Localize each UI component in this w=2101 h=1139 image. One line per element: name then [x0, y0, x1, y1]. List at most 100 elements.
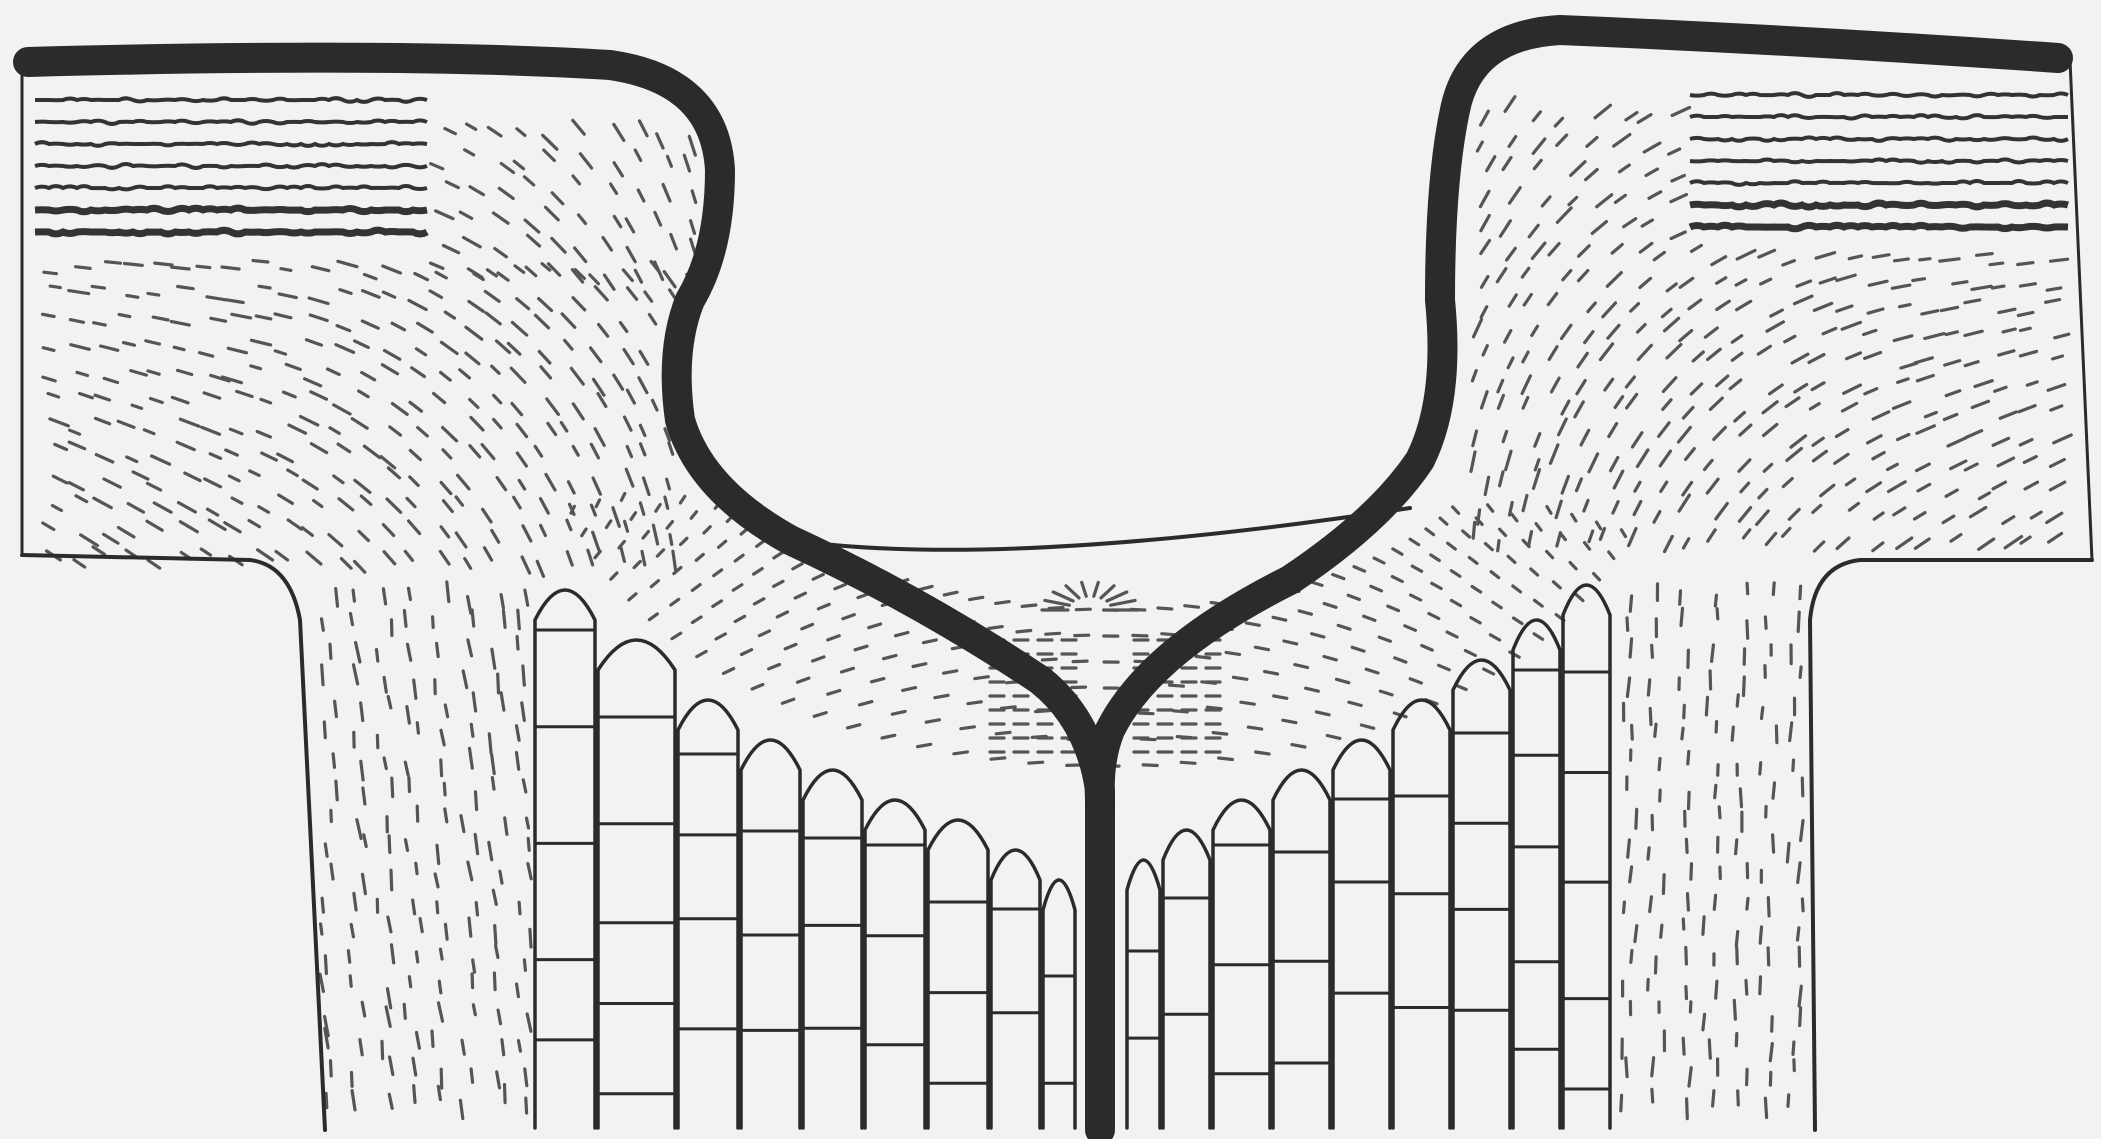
right-hatch-dash [1635, 926, 1637, 942]
right-hatch-dash [1732, 727, 1733, 740]
left-stratum-line [35, 208, 427, 212]
left-hatch-dash [325, 956, 326, 974]
left-hatch-dash [530, 929, 531, 947]
center-hatch-dash [1046, 633, 1060, 634]
right-hatch-dash [1688, 752, 1689, 764]
left-hatch-dash [527, 818, 529, 828]
left-hatch-dash [518, 610, 520, 628]
left-hatch-dash [92, 286, 104, 288]
left-hatch-dash [404, 1004, 405, 1018]
right-hatch-dash [1787, 843, 1789, 862]
left-hatch-dash [361, 761, 363, 780]
left-stratum-line [35, 164, 427, 168]
right-hatch-dash [1648, 848, 1649, 859]
center-hatch-dash [1158, 608, 1172, 609]
left-hatch-dash [505, 818, 507, 834]
left-hatch-dash [336, 781, 337, 800]
right-hatch-dash [1630, 867, 1632, 882]
center-hatch-dash [1181, 762, 1195, 763]
right-hatch-dash [1706, 697, 1707, 715]
left-hatch-dash [363, 788, 365, 804]
left-hatch-dash [322, 665, 323, 685]
center-hatch-dash [970, 597, 983, 599]
right-hatch-dash [1661, 925, 1662, 937]
right-hatch-dash [1659, 759, 1660, 770]
left-hatch-dash [492, 778, 494, 790]
right-hatch-dash [1715, 785, 1716, 797]
left-hatch-dash [502, 1040, 504, 1055]
left-hatch-dash [44, 272, 57, 274]
left-hatch-dash [322, 619, 324, 631]
center-hatch-dash [1049, 608, 1063, 609]
left-hatch-dash [106, 262, 121, 264]
right-hatch-dash [1744, 677, 1745, 696]
left-stratum-line [35, 186, 427, 189]
right-hatch-dash [1760, 977, 1761, 994]
left-hatch-dash [500, 871, 502, 883]
center-hatch-dash [989, 627, 1003, 629]
left-hatch-dash [413, 900, 415, 914]
right-hatch-dash [1689, 792, 1690, 808]
left-hatch-dash [259, 286, 270, 288]
right-hatch-dash [1920, 259, 1930, 260]
left-hatch-dash [523, 666, 524, 685]
right-hatch-dash [1762, 708, 1763, 719]
center-hatch-dash [1076, 609, 1090, 610]
left-hatch-dash [524, 960, 525, 970]
right-hatch-dash [1793, 760, 1794, 770]
right-hatch-dash [1703, 917, 1704, 935]
right-hatch-dash [1765, 617, 1766, 628]
right-hatch-dash [1793, 1042, 1794, 1054]
left-hatch-dash [335, 701, 337, 716]
left-hatch-dash [322, 898, 323, 912]
left-hatch-dash [445, 705, 447, 717]
right-hatch-dash [1686, 987, 1687, 999]
left-hatch-dash [441, 1069, 442, 1088]
right-hatch-dash [1788, 1095, 1789, 1106]
right-hatch-dash [1686, 839, 1687, 852]
left-hatch-dash [528, 839, 529, 851]
left-hatch-dash [438, 1086, 440, 1099]
left-hatch-dash [517, 984, 519, 997]
left-hatch-dash [473, 1005, 475, 1015]
right-stratum-line [1690, 203, 2068, 207]
right-hatch-dash [1738, 1091, 1739, 1105]
right-hatch-dash [1687, 1099, 1688, 1119]
right-hatch-dash [1717, 609, 1718, 619]
left-hatch-dash [444, 783, 445, 795]
left-hatch-dash [526, 1098, 527, 1113]
center-hatch-dash [961, 727, 975, 729]
left-hatch-dash [476, 903, 477, 915]
left-hatch-dash [331, 864, 333, 879]
right-hatch-dash [1709, 1040, 1710, 1058]
left-hatch-dash [119, 315, 130, 317]
left-hatch-dash [447, 582, 449, 602]
right-hatch-dash [1747, 621, 1748, 639]
right-hatch-dash [1992, 286, 2004, 288]
right-hatch-dash [1632, 725, 1633, 739]
right-hatch-dash [1663, 875, 1664, 894]
left-hatch-dash [469, 918, 471, 936]
right-hatch-dash [1652, 1089, 1653, 1102]
left-hatch-dash [471, 1069, 473, 1082]
center-hatch-dash [1256, 752, 1269, 754]
left-hatch-dash [505, 1085, 506, 1103]
center-hatch-dash [996, 732, 1010, 733]
center-hatch-dash [1073, 661, 1087, 662]
left-hatch-dash [350, 976, 351, 986]
left-hatch-dash [409, 588, 411, 599]
left-hatch-dash [416, 952, 417, 962]
center-hatch-dash [1143, 765, 1157, 766]
left-hatch-dash [336, 589, 338, 607]
left-hatch-dash [437, 902, 438, 913]
right-hatch-dash [1652, 1058, 1654, 1076]
right-stratum-line [1690, 93, 2068, 97]
right-hatch-dash [1636, 809, 1637, 828]
center-hatch-dash [1017, 631, 1031, 632]
right-stratum-line [1690, 225, 2068, 229]
center-hatch-dash [1170, 685, 1184, 686]
right-hatch-dash [1621, 1095, 1622, 1111]
right-hatch-dash [1798, 612, 1799, 631]
right-hatch-dash [1660, 790, 1661, 801]
left-hatch-dash [382, 1041, 383, 1058]
